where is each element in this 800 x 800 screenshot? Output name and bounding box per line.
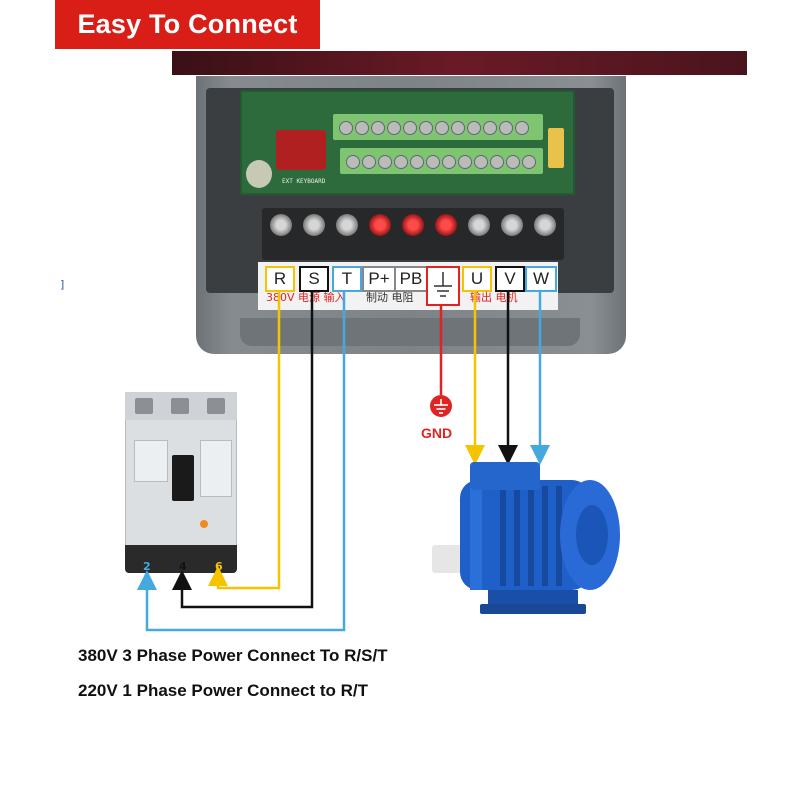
control-terminal-row-top	[333, 114, 543, 140]
ground-symbol-icon	[434, 272, 452, 297]
wire-t-blue	[137, 292, 346, 632]
caption-three-phase: 380V 3 Phase Power Connect To R/S/T	[78, 646, 388, 665]
terminal-s: S	[299, 266, 329, 292]
terminal-t: T	[332, 266, 362, 292]
breaker-spec-plate	[200, 440, 232, 497]
terminal-label-panel: R S T P+ PB U V W 380V 电源 输入 制动 电阻 输出 电机	[258, 262, 558, 310]
edge-mark: ]	[60, 278, 65, 291]
banner-accent-bar	[172, 51, 747, 75]
control-terminal-row-bottom	[340, 148, 543, 174]
label-motor-output: 输出 电机	[470, 291, 518, 304]
vfd-bottom-flange	[240, 318, 580, 346]
ground-symbol-red-icon	[430, 395, 452, 417]
label-brake-resistor: 制动 电阻	[366, 291, 414, 304]
terminal-r: R	[265, 266, 295, 292]
wire-r-yellow	[208, 292, 281, 590]
breaker-top-terminals	[125, 392, 237, 420]
terminal-w: W	[525, 266, 557, 292]
breaker-terminal-2: 2	[143, 560, 151, 573]
breaker-nameplate	[134, 440, 168, 482]
pcb-connector	[246, 160, 272, 188]
relay-component	[276, 130, 326, 170]
label-power-input: 380V 电源 输入	[266, 291, 346, 304]
caption-single-phase: 220V 1 Phase Power Connect to R/T	[78, 681, 369, 700]
terminal-u: U	[462, 266, 492, 292]
terminal-ground	[426, 266, 460, 306]
gnd-label: GND	[421, 425, 453, 441]
status-led-block	[548, 128, 564, 168]
pcb-keyboard-label: EXT KEYBOARD	[282, 178, 326, 185]
power-terminal-block	[262, 208, 564, 260]
banner-title: Easy To Connect	[55, 0, 320, 49]
terminal-v: V	[495, 266, 525, 292]
terminal-pb: PB	[394, 266, 428, 292]
breaker-indicator-icon	[200, 520, 208, 528]
terminal-p-plus: P+	[362, 266, 396, 292]
wire-s-black	[172, 292, 314, 609]
breaker-switch-lever	[172, 455, 194, 501]
electric-motor	[432, 462, 620, 614]
breaker-terminal-4: 4	[179, 560, 187, 573]
